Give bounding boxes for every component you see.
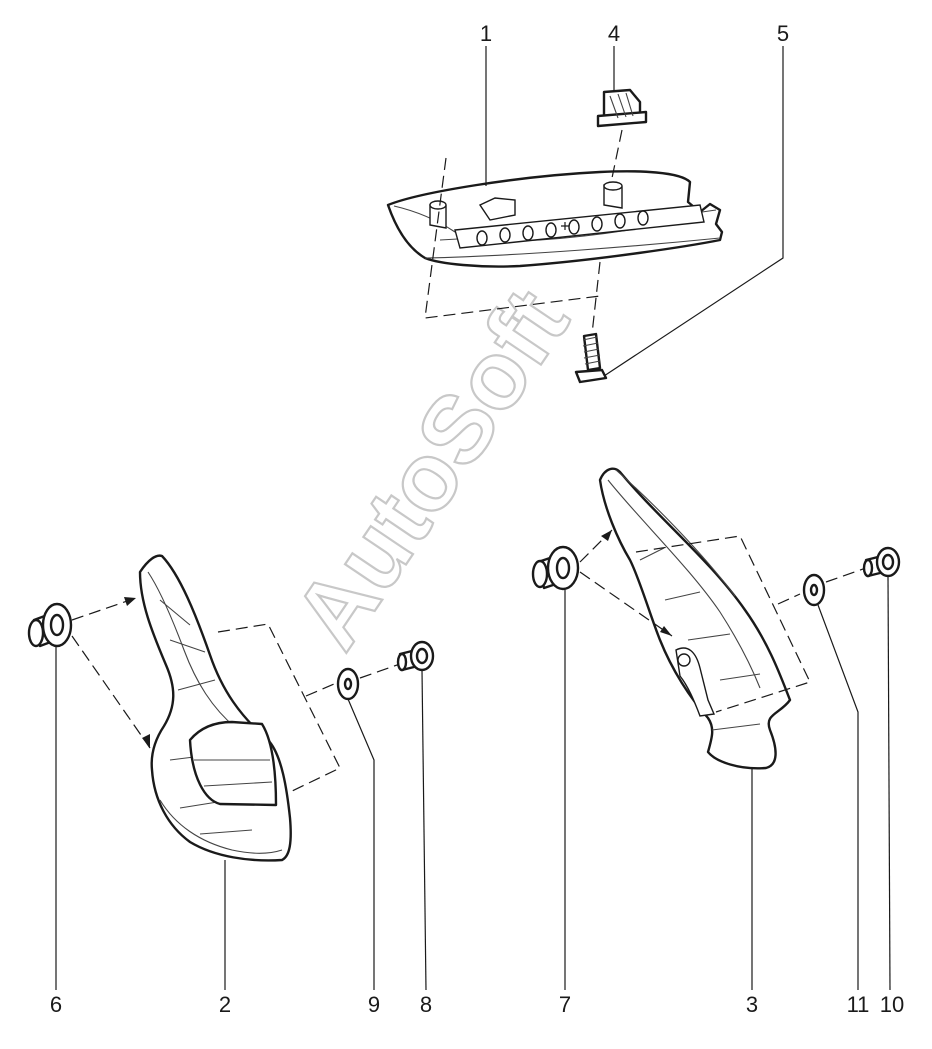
callout-8: 8 [420, 992, 432, 1017]
callout-numbers: 1 4 5 6 2 9 8 7 3 11 10 [50, 21, 904, 1017]
watermark: AutoSoft [273, 270, 590, 668]
watermark-text: AutoSoft [274, 271, 589, 667]
part-11-washer [802, 573, 826, 607]
callout-1: 1 [480, 21, 492, 46]
part-7-grommet [531, 545, 580, 591]
callout-2: 2 [219, 992, 231, 1017]
part-2-assembly-lines [71, 597, 401, 793]
part-2-left-trim [138, 554, 292, 862]
callout-7: 7 [559, 992, 571, 1017]
part-3-arrows [601, 530, 672, 636]
callout-6: 6 [50, 992, 62, 1017]
part-1-assembly-lines [424, 129, 623, 335]
part-6-grommet [27, 602, 73, 648]
callout-9: 9 [368, 992, 380, 1017]
callout-4: 4 [608, 21, 620, 46]
callout-11: 11 [847, 992, 870, 1017]
part-4-clip [596, 88, 648, 128]
part-3-right-trim [598, 467, 792, 770]
part-10-bolt [862, 546, 901, 578]
callout-10: 10 [880, 992, 904, 1017]
part-9-washer [336, 667, 360, 701]
part-5-screw [574, 332, 608, 384]
leader-lines [55, 46, 891, 991]
callout-3: 3 [746, 992, 758, 1017]
part-8-bolt [396, 640, 435, 672]
part-1-housing [386, 170, 724, 268]
callout-5: 5 [777, 21, 789, 46]
part-2-arrows [124, 597, 150, 748]
